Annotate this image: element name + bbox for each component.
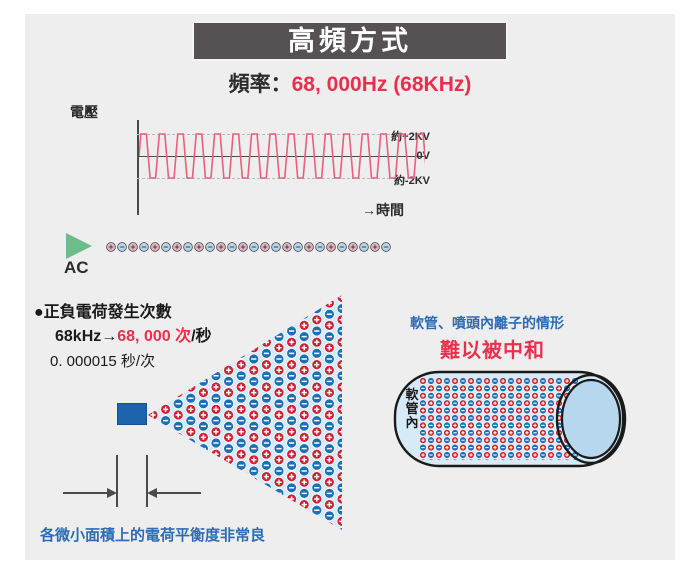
hose-caption-line1: 軟管、噴頭內離子的情形 [410,315,564,331]
ac-label: AC [64,258,89,277]
charge-count-heading: ●正負電荷發生次數 [34,304,172,321]
waveform-svg [139,133,425,179]
ytick-label-minus2kv: 約-2KV [393,175,430,187]
ytick-label-0v: 0V [416,150,430,162]
ac-ion-chain [106,239,396,255]
gridline-0v [137,156,425,157]
page-title-bar: 高頻方式 [192,21,508,61]
charge-count-line: 68kHz→68, 000 次/秒 [55,322,212,346]
ion-spray-cone [110,285,355,535]
charge-count-suffix: /秒 [191,328,212,345]
waveform-plot-area [139,114,425,198]
ac-triangle-icon [66,233,92,259]
hose-inner-label: 軟管內 [405,387,419,430]
bottom-caption: 各微小面積上的電荷平衡度非常良 [40,527,266,544]
ion-spray-cone-svg [148,295,342,530]
voltage-waveform-chart: 電壓 約+2KV 0V 約-2KV →時間 [70,100,430,225]
hose-diagram-svg [393,370,627,468]
dimension-marker-svg [63,455,201,507]
charge-count-value: 68, 000 次 [117,328,192,345]
charge-count-prefix: 68kHz→ [55,328,118,345]
frequency-label: 頻率： [228,73,292,96]
chart-x-axis-label: →時間 [362,202,404,218]
frequency-line: 頻率：68, 000Hz (68KHz) [0,68,700,98]
hose-caption-line2: 難以被中和 [440,340,545,362]
chart-y-axis-label: 電壓 [70,104,98,120]
chart-y-axis-line [137,120,139,215]
page-title: 高頻方式 [288,25,412,56]
content-panel [25,14,675,560]
ac-ion-chain-svg [106,242,391,252]
hose-diagram [392,366,642,476]
dimension-marker [55,455,275,515]
nozzle-block [117,403,147,425]
gridline-plus2kv [137,134,425,135]
frequency-value: 68, 000Hz (68KHz) [291,73,472,96]
charge-period-line: 0. 000015 秒/次 [50,353,156,370]
